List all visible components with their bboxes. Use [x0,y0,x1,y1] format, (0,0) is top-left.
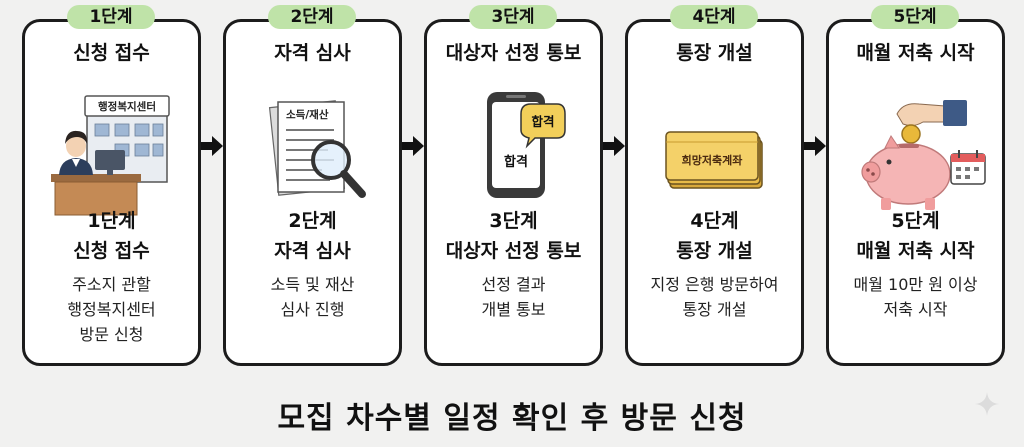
step-desc-line: 지정 은행 방문하여 [650,275,779,294]
sparkle-icon [975,392,999,416]
step-number-5: 5단계 [891,210,940,232]
step-desc-line: 선정 결과 [481,275,546,294]
step-card-4-content: 통장 개설 희망저축계좌 4단계 통장 개설 지정 은행 방문하여 통장 개설 [625,19,804,366]
arrow-right-icon [603,136,625,156]
step-title-4: 4단계 통장 개설 [628,206,801,266]
step-card-2 [223,19,402,366]
step-number-3: 3단계 [489,210,538,232]
step-name-2: 자격 심사 [274,240,351,262]
step-name-5: 매월 저축 시작 [856,240,975,262]
step-badge-1: 1단계 [67,5,155,29]
step-description-4: 지정 은행 방문하여 통장 개설 [628,272,801,322]
step-title-1: 1단계 신청 접수 [25,206,198,266]
step-heading-1: 신청 접수 [73,42,150,64]
step-heading-4: 통장 개설 [676,42,753,64]
step-name-4: 통장 개설 [676,240,753,262]
step-name-1: 신청 접수 [73,240,150,262]
step-heading-5: 매월 저축 시작 [856,42,975,64]
step-badge-4: 4단계 [670,5,758,29]
step-description-3: 선정 결과 개별 통보 [427,272,600,322]
step-desc-line: 저축 시작 [883,300,948,319]
step-desc-line: 행정복지센터 [67,300,156,319]
document-magnifier-icon: 소득/재산 [268,100,366,198]
step-card-2-content: 자격 심사 소득/재산 2단계 자격 심사 소득 및 재산 심사 진행 [223,19,402,366]
welfare-center-sign: 행정복지센터 [98,100,156,113]
step-title-3: 3단계 대상자 선정 통보 [427,206,600,266]
step-number-1: 1단계 [87,210,136,232]
arrow-right-icon [402,136,424,156]
step-desc-line: 주소지 관할 [72,275,151,294]
step-desc-line: 매월 10만 원 이상 [853,275,978,294]
step-desc-line: 소득 및 재산 [270,275,355,294]
step-title-2: 2단계 자격 심사 [226,206,399,266]
step-heading-3: 대상자 선정 통보 [445,42,582,64]
step-title-5: 5단계 매월 저축 시작 [829,206,1002,266]
step-description-1: 주소지 관할 행정복지센터 방문 신청 [25,272,198,347]
step-description-2: 소득 및 재산 심사 진행 [226,272,399,322]
piggy-bank-icon [861,100,986,210]
step-card-1-content: 신청 접수 행정복지센터 1단계 신청 접수 주소지 관할 행정복지센터 방문 … [22,19,201,366]
step-card-4 [625,19,804,366]
phone-notification-icon: 합격 합격 [487,92,566,198]
welfare-center-icon: 행정복지센터 [51,95,170,216]
footer-caption: 모집 차수별 일정 확인 후 방문 신청 [277,401,747,436]
step-number-2: 2단계 [288,210,337,232]
step-desc-line: 방문 신청 [79,325,144,344]
step-desc-line: 통장 개설 [682,300,747,319]
bankbook-label: 희망저축계좌 [682,153,743,167]
step-number-4: 4단계 [690,210,739,232]
step-card-5-content: 매월 저축 시작 5단계 매월 저축 시작 매월 10만 원 이상 저축 시작 [826,19,1005,366]
step-description-5: 매월 10만 원 이상 저축 시작 [829,272,1002,322]
step-desc-line: 개별 통보 [481,300,546,319]
step-heading-2: 자격 심사 [274,42,351,64]
step-badge-5: 5단계 [871,5,959,29]
arrow-right-icon [201,136,223,156]
step-name-3: 대상자 선정 통보 [445,240,582,262]
speech-bubble-text: 합격 [531,114,554,129]
arrow-right-icon [804,136,826,156]
document-label: 소득/재산 [286,108,329,121]
step-badge-2: 2단계 [268,5,356,29]
phone-screen-text: 합격 [504,154,528,170]
step-badge-3: 3단계 [469,5,557,29]
step-desc-line: 심사 진행 [280,300,345,319]
step-card-3-content: 대상자 선정 통보 합격 합격 3단계 대상자 선정 통보 선정 결과 개별 통… [424,19,603,366]
bankbook-icon: 희망저축계좌 [665,131,763,189]
